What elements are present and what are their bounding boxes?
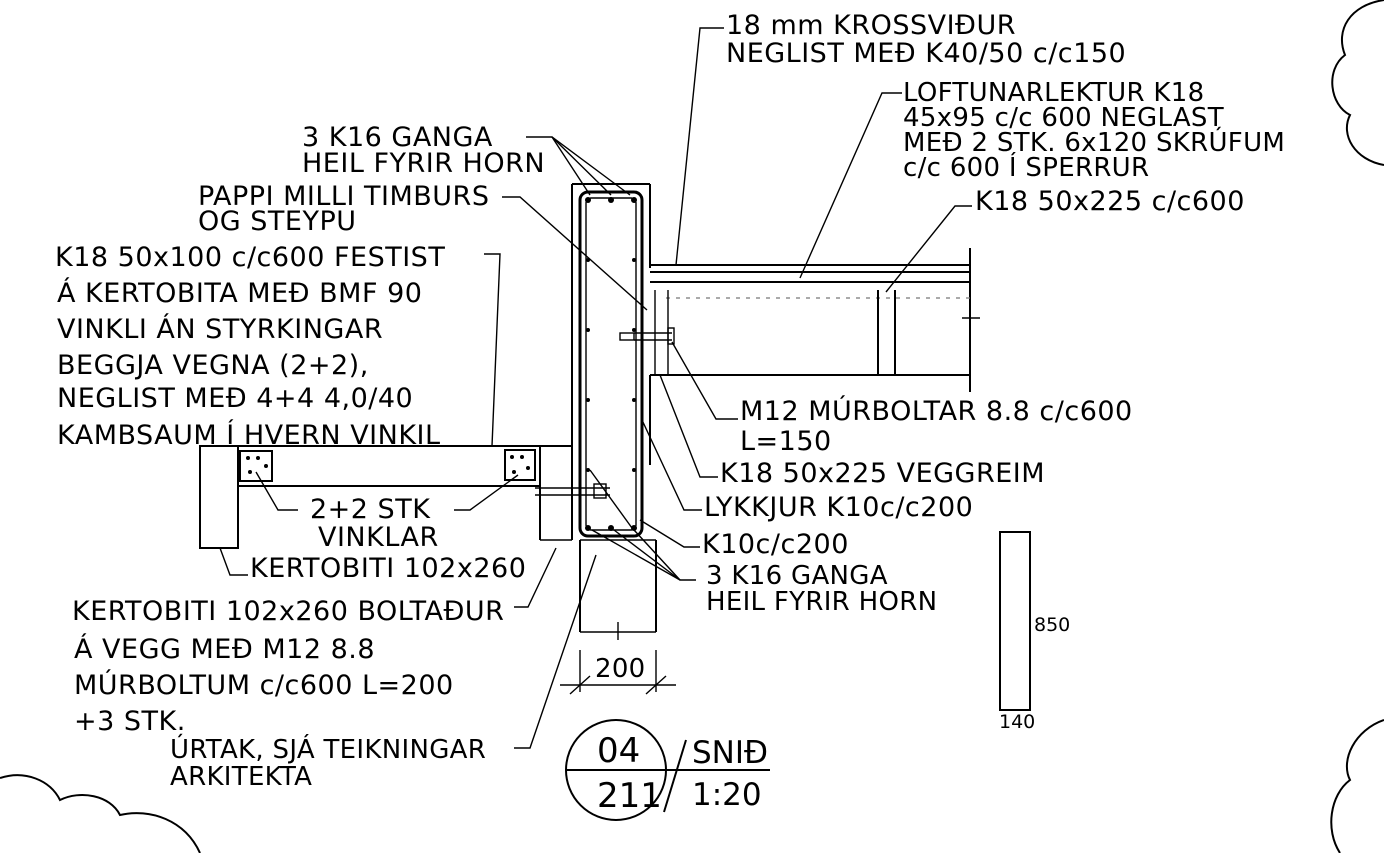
note-kerto: KERTOBITI 102x260 [250,553,526,584]
note-stirrups: LYKKJUR K10c/c200 [704,492,973,523]
note-brackets-2: VINKLAR [318,522,439,553]
note-ventilation-1: LOFTUNARLEKTUR K18 [903,78,1204,108]
note-rebar-top-1: 3 K16 GANGA [302,122,493,153]
note-bolts-2: L=150 [740,426,832,457]
section-number: 04 [597,731,640,771]
note-cutout-1: ÚRTAK, SJÁ TEIKNINGAR [170,733,486,765]
note-joist-1: K18 50x100 c/c600 FESTIST [55,242,445,273]
note-rebar-bottom-1: 3 K16 GANGA [706,561,888,591]
leader-lines [219,27,972,749]
note-rebar-bottom-2: HEIL FYRIR HORN [706,587,937,617]
note-kerto-bolted-3: MÚRBOLTUM c/c600 L=200 [74,669,454,701]
revision-cloud-bottom-right [1330,719,1384,853]
note-paper-1: PAPPI MILLI TIMBURS [198,181,489,212]
note-plywood-1: 18 mm KROSSVIÐUR [726,10,1016,41]
note-cutout-2: ARKITEKTA [170,762,312,792]
roof-structure [619,248,980,392]
note-bolts-1: M12 MÚRBOLTAR 8.8 c/c600 [740,395,1133,427]
revision-cloud-bottom-left [0,774,201,853]
section-sheet: 211 [597,776,662,816]
annotations: 18 mm KROSSVIÐUR NEGLIST MEÐ K40/50 c/c1… [55,10,1285,792]
note-rebar-top-2: HEIL FYRIR HORN [302,148,545,179]
section-tag: 04 211 SNIÐ 1:20 [565,719,770,821]
floor-structure [199,445,610,549]
note-joist-4: BEGGJA VEGNA (2+2), [57,350,369,381]
note-ventilation-2: 45x95 c/c 600 NEGLAST [903,103,1224,133]
note-brackets-1: 2+2 STK [310,494,431,525]
beam-width-dimension: 140 [999,711,1035,733]
note-rafter: K18 50x225 c/c600 [975,186,1245,217]
note-joist-3: VINKLI ÁN STYRKINGAR [57,313,383,345]
note-kerto-bolted-1: KERTOBITI 102x260 BOLTAÐUR [72,596,504,627]
note-joist-5: NEGLIST MEÐ 4+4 4,0/40 [57,383,413,414]
section-word: SNIÐ [692,735,768,771]
section-scale: 1:20 [692,777,762,813]
revision-cloud-top-right [1331,0,1384,166]
beam-section-detail: 850 140 [999,531,1070,733]
note-ventilation-4: c/c 600 Í SPERRUR [903,151,1149,183]
note-wall-plate: K18 50x225 VEGGREIM [720,458,1045,489]
beam-height-dimension: 850 [1034,614,1070,636]
wall-dimension: 200 [560,650,676,695]
note-paper-2: OG STEYPU [198,206,356,237]
note-joist-2: Á KERTOBITA MEÐ BMF 90 [57,277,422,309]
note-kerto-bolted-2: Á VEGG MEÐ M12 8.8 [74,633,375,665]
note-ventilation-3: MEÐ 2 STK. 6x120 SKRÚFUM [903,126,1285,158]
note-plywood-2: NEGLIST MEÐ K40/50 c/c150 [726,38,1126,69]
rebar-cage [578,190,644,538]
note-joist-6: KAMBSAUM Í HVERN VINKIL [57,419,441,451]
note-kerto-bolted-4: +3 STK. [74,706,186,737]
note-rebar-k10: K10c/c200 [702,529,849,560]
wall-width-dimension: 200 [595,654,646,684]
